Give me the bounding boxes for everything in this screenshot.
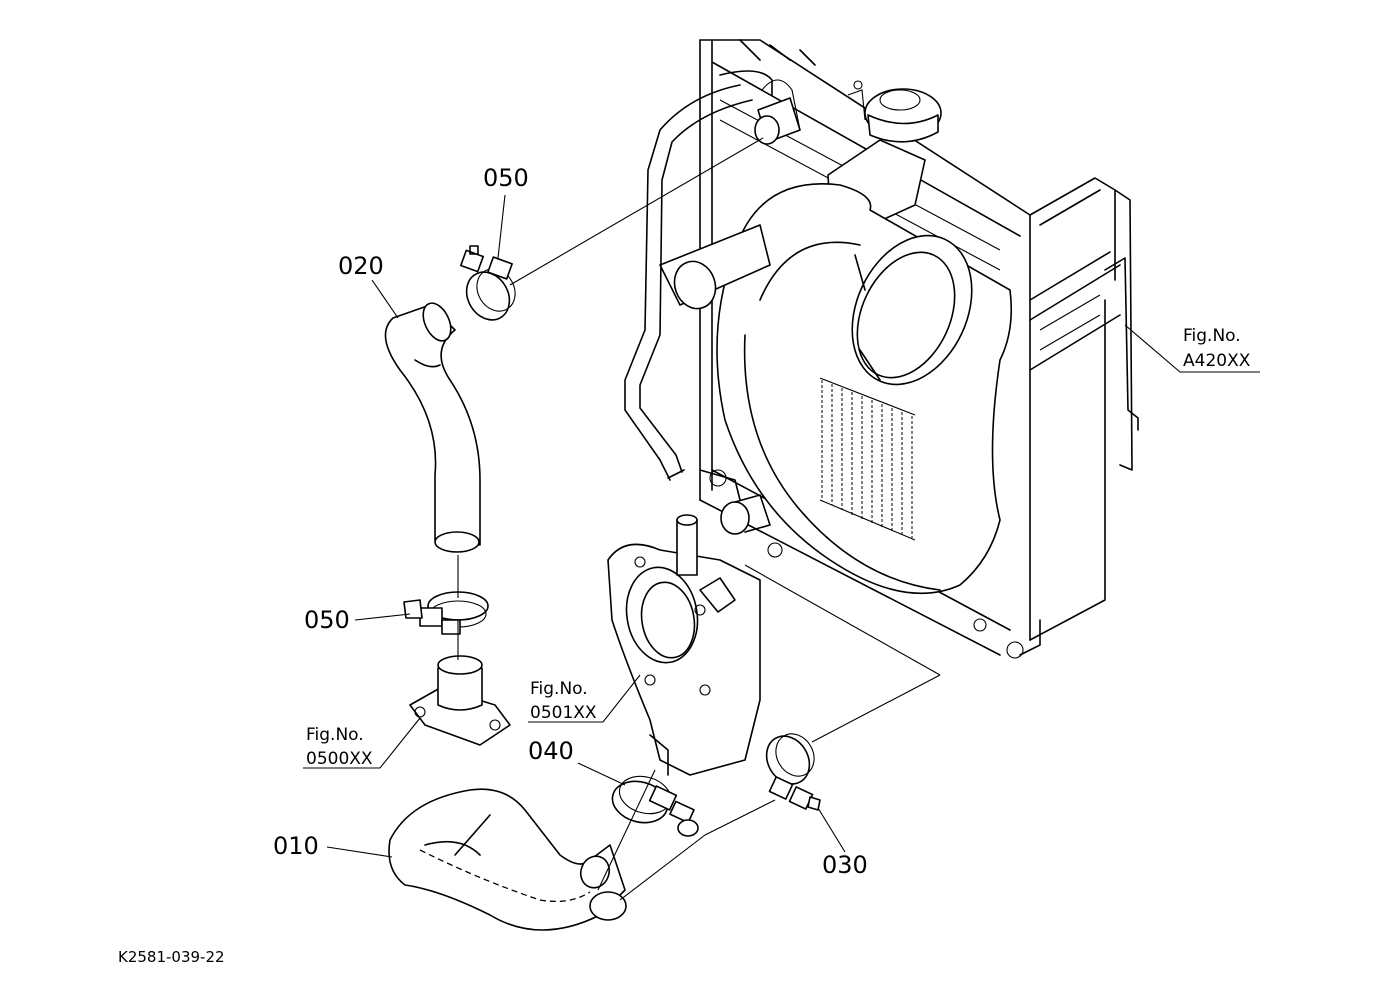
callout-030: 030	[822, 851, 868, 879]
hose-clamp-050-mid	[403, 591, 489, 635]
upper-radiator-hose-020	[384, 302, 481, 553]
fig-ref-radiator-line2: A420XX	[1183, 351, 1251, 371]
radiator-assembly	[624, 39, 1139, 659]
callout-050-mid: 050	[304, 606, 350, 634]
fig-ref-thermostat-line1: Fig.No.	[306, 725, 364, 745]
hose-clamp-040	[611, 775, 699, 837]
fig-ref-radiator-line1: Fig.No.	[1183, 326, 1241, 346]
callout-040: 040	[528, 737, 574, 765]
fig-ref-water-pump-line1: Fig.No.	[530, 679, 588, 699]
drawing-number: K2581-039-22	[118, 948, 225, 966]
thermostat-cover-reference	[409, 655, 511, 746]
lower-radiator-hose-010	[388, 788, 627, 931]
callout-020: 020	[338, 252, 384, 280]
hose-clamp-050-top	[460, 245, 516, 321]
water-pump-housing-reference	[607, 514, 761, 776]
fig-ref-water-pump-line2: 0501XX	[530, 703, 597, 723]
assembly-connection-lines	[457, 137, 941, 901]
fig-ref-thermostat-line2: 0500XX	[306, 749, 373, 769]
callout-010: 010	[273, 832, 319, 860]
radiator-core-grille	[819, 377, 916, 541]
leader-lines	[303, 194, 1260, 858]
callout-050-top: 050	[483, 164, 529, 192]
hose-clamp-030	[765, 733, 821, 811]
